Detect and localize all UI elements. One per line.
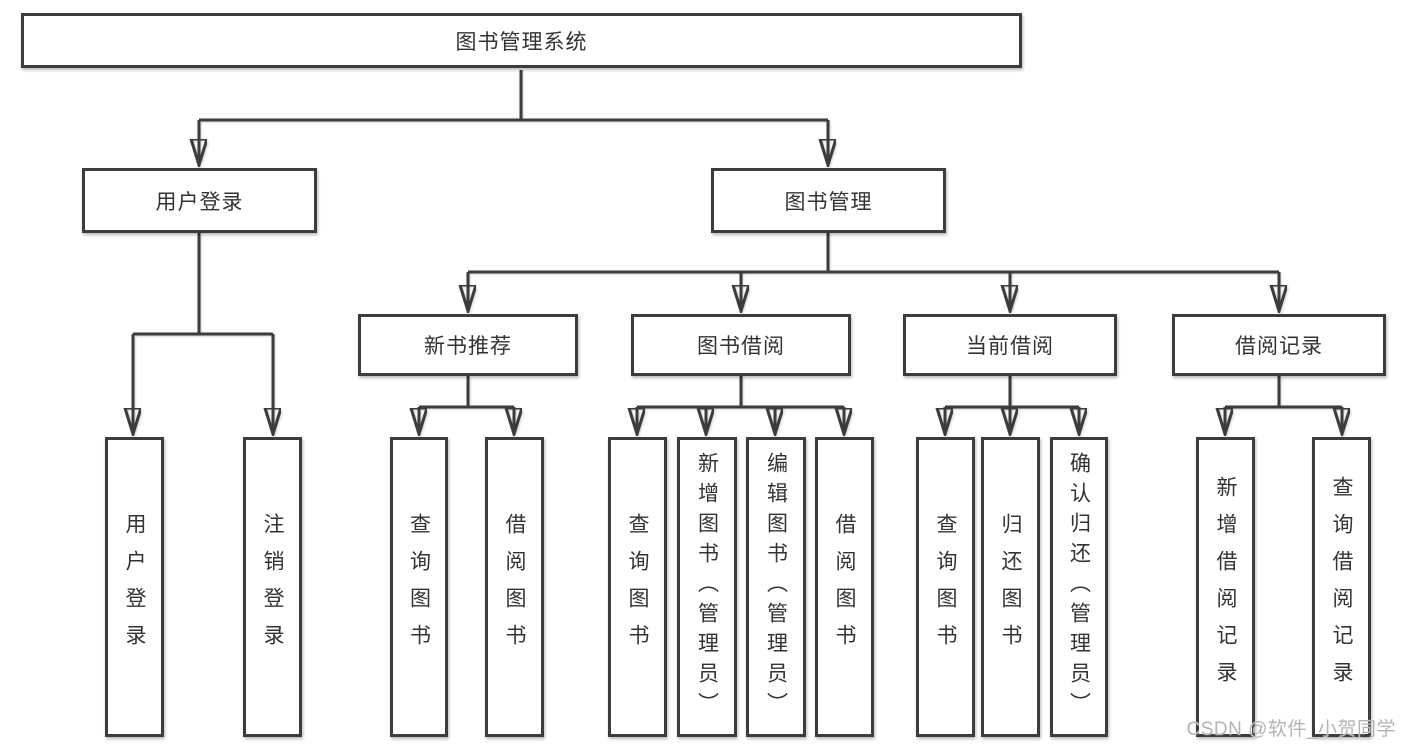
connector-records-children — [1225, 376, 1342, 434]
leaf-logout: 注销登录 — [243, 437, 302, 737]
leaf-records-query-record: 查询借阅记录 — [1312, 437, 1371, 737]
connector-current-children — [945, 376, 1079, 434]
leaf-recommend-borrow-books: 借阅图书 — [485, 437, 544, 737]
leaf-borrow-borrow-books: 借阅图书 — [815, 437, 874, 737]
connector-user-login-children — [133, 233, 273, 434]
node-borrow-records: 借阅记录 — [1172, 314, 1386, 376]
leaf-borrow-edit-books-admin: 编辑图书（管理员） — [746, 437, 806, 737]
node-user-login: 用户登录 — [82, 168, 317, 233]
leaf-recommend-query-books: 查询图书 — [390, 437, 448, 737]
connector-borrow-children — [637, 376, 844, 434]
node-book-management: 图书管理 — [711, 168, 946, 233]
connector-recommend-children — [419, 376, 514, 434]
leaf-current-return-books: 归还图书 — [981, 437, 1040, 737]
leaf-current-query-books: 查询图书 — [916, 437, 975, 737]
node-current-borrow: 当前借阅 — [903, 314, 1117, 376]
node-root-system: 图书管理系统 — [21, 13, 1022, 68]
leaf-records-add-record: 新增借阅记录 — [1196, 437, 1255, 737]
leaf-borrow-query-books: 查询图书 — [608, 437, 667, 737]
leaf-borrow-add-books-admin: 新增图书（管理员） — [677, 437, 737, 737]
connector-root-to-level2 — [199, 70, 828, 165]
leaf-user-login: 用户登录 — [105, 437, 164, 737]
leaf-current-confirm-return-admin: 确认归还（管理员） — [1050, 437, 1108, 737]
node-book-borrow: 图书借阅 — [631, 314, 851, 376]
node-new-book-recommend: 新书推荐 — [358, 314, 578, 376]
connector-book-mgmt-children — [468, 233, 1279, 311]
csdn-watermark: CSDN @软件_小贺同学 — [1186, 719, 1396, 740]
